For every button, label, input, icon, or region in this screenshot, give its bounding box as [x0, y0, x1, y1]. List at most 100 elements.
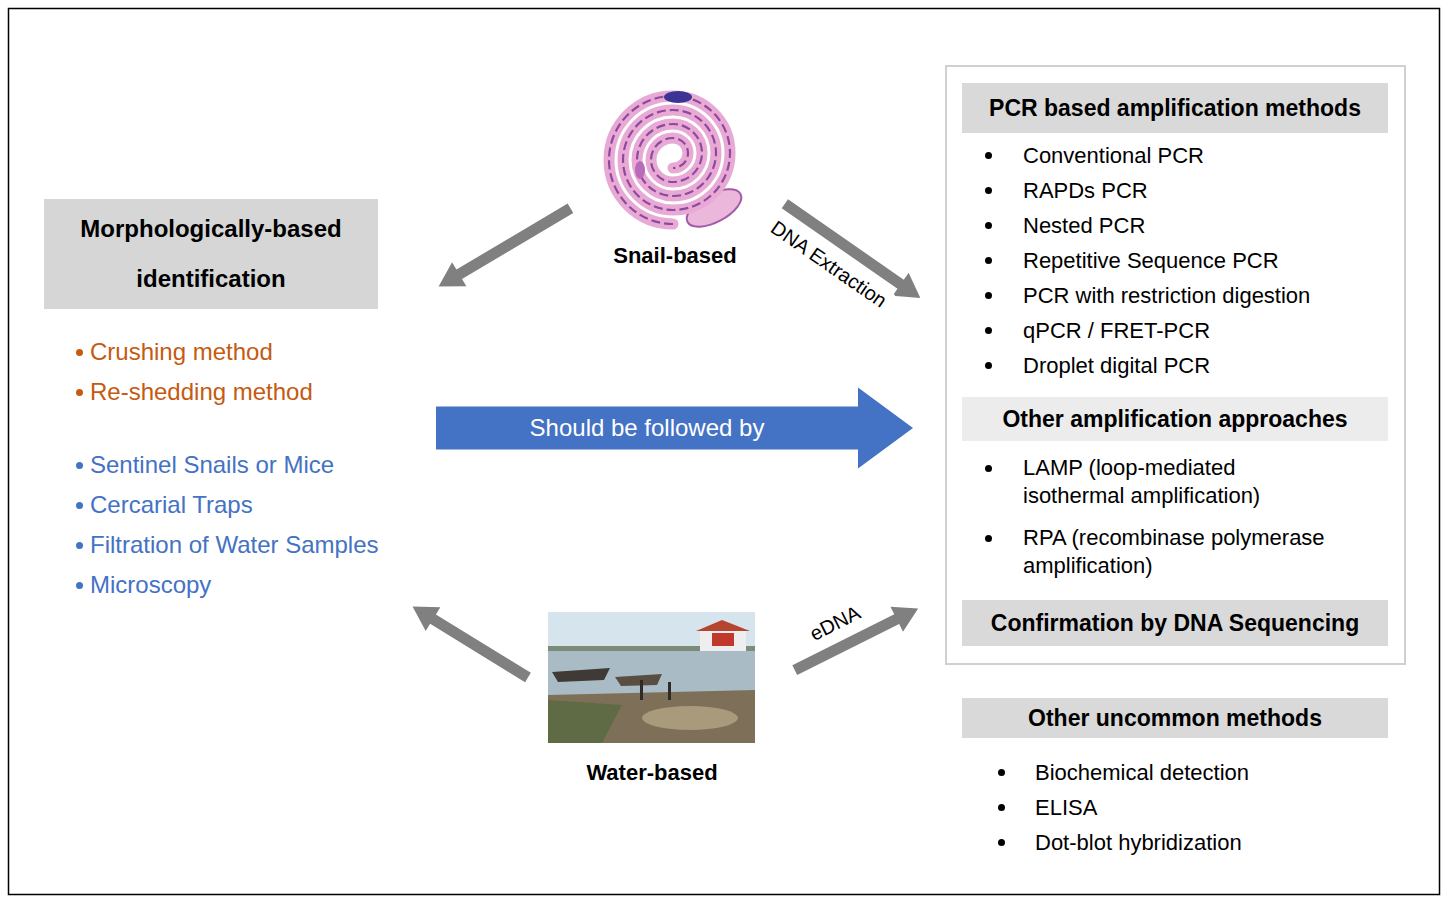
bullet-dot: [76, 462, 83, 469]
bullet-dot: [985, 535, 992, 542]
list-item: LAMP (loop-mediated isothermal amplifica…: [962, 454, 1388, 510]
bullet-dot: [985, 222, 992, 229]
method-section: Other amplification approachesLAMP (loop…: [962, 397, 1388, 580]
block-arrow: [436, 388, 913, 469]
flow-arrow: [413, 607, 531, 683]
list-item-text: Dot-blot hybridization: [1035, 825, 1388, 860]
figure-frame: [9, 9, 1440, 895]
list-item: Biochemical detection: [962, 755, 1388, 790]
section-band: PCR based amplification methods: [962, 83, 1388, 133]
source-caption: Water-based: [545, 754, 759, 792]
section-band: Morphologically-based identification: [44, 199, 436, 309]
bullet-dot: [985, 465, 992, 472]
list-item-text: Conventional PCR: [1023, 138, 1388, 173]
flow-arrow: [792, 607, 918, 675]
photo-roof: [696, 620, 750, 631]
list-item-text: qPCR / FRET-PCR: [1023, 313, 1388, 348]
section-heading: Other amplification approaches: [962, 397, 1388, 441]
list-item: ELISA: [962, 790, 1388, 825]
snail-tissue-detail: [635, 161, 645, 179]
bullet-dot: [985, 327, 992, 334]
edge-label: eDNA: [802, 599, 868, 648]
bullet-dot: [76, 502, 83, 509]
bullet-dot: [76, 582, 83, 589]
snail-tissue-detail: [664, 91, 692, 103]
list-item-text: ELISA: [1035, 790, 1388, 825]
methods-panel: PCR based amplification methodsConventio…: [945, 65, 1406, 665]
list-item: RAPDs PCR: [962, 173, 1388, 208]
photo-shore: [548, 690, 755, 743]
bullet-dot: [985, 292, 992, 299]
list-item-text: PCR with restriction digestion: [1023, 278, 1388, 313]
method-section: Confirmation by DNA Sequencing: [962, 600, 1388, 646]
list-item-text: Sentinel Snails or Mice: [90, 445, 436, 485]
snail-tissue: [609, 96, 730, 224]
section-heading: Morphologically-based identification: [44, 199, 378, 309]
section-band: Other uncommon methods: [962, 698, 1388, 738]
photo-building: [700, 628, 746, 651]
photo-sand: [642, 706, 738, 730]
bullet-dot: [985, 362, 992, 369]
list-item-text: Re-shedding method: [90, 372, 436, 412]
list-item: Crushing method: [44, 332, 436, 372]
bullet-dot: [998, 839, 1005, 846]
list-item: qPCR / FRET-PCR: [962, 313, 1388, 348]
list-item: Droplet digital PCR: [962, 348, 1388, 383]
list-item: Re-shedding method: [44, 372, 436, 412]
snail-tissue-detail: [609, 96, 730, 224]
list-item: Sentinel Snails or Mice: [44, 445, 436, 485]
water-source: Water-based: [545, 606, 759, 792]
edge-label: Should be followed by: [526, 414, 769, 443]
flow-arrow: [782, 199, 921, 298]
list-item-text: LAMP (loop-mediated isothermal amplifica…: [1023, 454, 1335, 510]
bullet-dot: [998, 804, 1005, 811]
snail-section-image: [609, 91, 747, 234]
photo-post: [668, 682, 671, 700]
caption-row: Snail-based: [598, 238, 752, 274]
photo-boat: [615, 674, 662, 686]
bullet-dot: [76, 349, 83, 356]
source-caption: Snail-based: [598, 238, 752, 274]
list-item-text: Droplet digital PCR: [1023, 348, 1388, 383]
caption-row: Water-based: [545, 754, 759, 792]
edge-label: DNA Extraction: [763, 213, 895, 315]
section-heading: Other uncommon methods: [962, 698, 1388, 738]
list-item: Microscopy: [44, 565, 436, 605]
identification-group: Morphologically-based identificationCrus…: [44, 199, 436, 605]
photo-boat: [552, 668, 610, 682]
flow-arrow: [439, 204, 574, 287]
list-item: PCR with restriction digestion: [962, 278, 1388, 313]
photo-shore: [548, 700, 622, 743]
list-item-text: Cercarial Traps: [90, 485, 436, 525]
bullet-dot: [985, 257, 992, 264]
bullet-dot: [76, 389, 83, 396]
list-item-text: Repetitive Sequence PCR: [1023, 243, 1388, 278]
list-item: Filtration of Water Samples: [44, 525, 436, 565]
list-item-text: Microscopy: [90, 565, 436, 605]
method-section: PCR based amplification methodsConventio…: [962, 83, 1388, 383]
list-item: RPA (recombinase polymerase amplificatio…: [962, 524, 1388, 580]
list-item-text: Biochemical detection: [1035, 755, 1388, 790]
water-site-photo: [548, 612, 755, 743]
section-heading: PCR based amplification methods: [962, 83, 1388, 133]
list-item-text: RAPDs PCR: [1023, 173, 1388, 208]
bullet-dot: [76, 542, 83, 549]
list-item: Cercarial Traps: [44, 485, 436, 525]
list-item-text: Nested PCR: [1023, 208, 1388, 243]
photo-building: [712, 633, 734, 646]
bullet-dot: [985, 152, 992, 159]
section-heading: Confirmation by DNA Sequencing: [962, 600, 1388, 646]
snail-source: Snail-based: [598, 88, 752, 274]
list-item-text: Crushing method: [90, 332, 436, 372]
photo-post: [640, 680, 643, 700]
list-item-text: RPA (recombinase polymerase amplificatio…: [1023, 524, 1335, 580]
photo-sky: [548, 612, 755, 650]
bullet-dot: [985, 187, 992, 194]
section-band: Confirmation by DNA Sequencing: [962, 600, 1388, 646]
bullet-dot: [998, 769, 1005, 776]
list-item: Nested PCR: [962, 208, 1388, 243]
method-section: Other uncommon methodsBiochemical detect…: [962, 698, 1388, 860]
photo-water: [548, 651, 755, 695]
section-band: Other amplification approaches: [962, 397, 1388, 441]
